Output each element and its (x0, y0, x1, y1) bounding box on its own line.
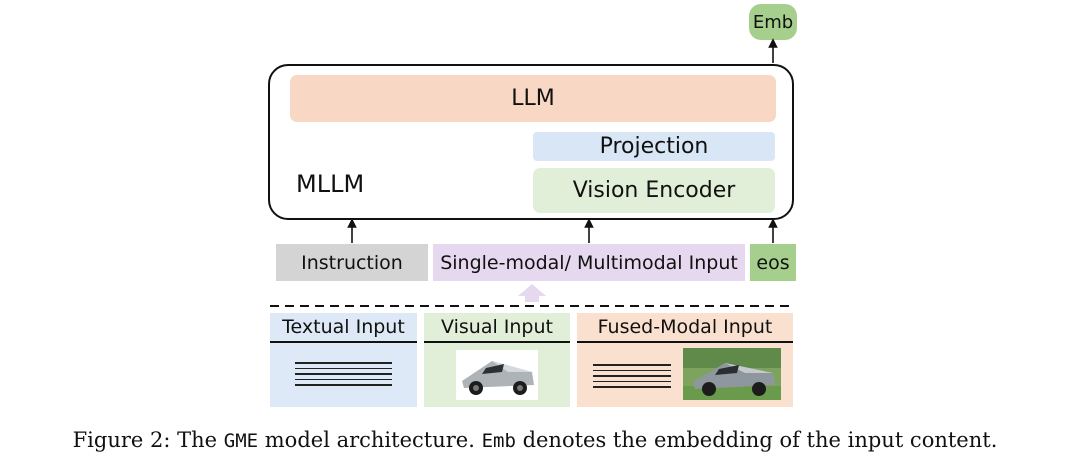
truck-scene-image (683, 348, 781, 400)
emb-label: Emb (752, 11, 794, 33)
text-lines-icon (593, 364, 671, 390)
truck-image (456, 350, 538, 400)
textual-input-title: Textual Input (270, 313, 417, 343)
text-lines-icon (295, 362, 392, 388)
fused-modal-input-card: Fused-Modal Input (577, 313, 793, 407)
single-multimodal-input: Single-modal/ Multimodal Input (433, 244, 745, 281)
caption-prefix: Figure 2: The (72, 428, 224, 452)
projection-block: Projection (533, 132, 775, 161)
vision-encoder-block: Vision Encoder (533, 168, 775, 213)
vision-encoder-label: Vision Encoder (572, 178, 736, 203)
single-multimodal-label: Single-modal/ Multimodal Input (440, 251, 738, 274)
emb-output: Emb (749, 4, 797, 40)
projection-label: Projection (599, 134, 709, 159)
visual-input-card: Visual Input (424, 313, 570, 407)
instruction-input: Instruction (276, 244, 428, 281)
caption-emb: Emb (481, 430, 516, 452)
caption-middle: model architecture. (258, 428, 482, 452)
eos-label: eos (756, 251, 790, 274)
fused-modal-input-title: Fused-Modal Input (577, 313, 793, 343)
eos-token: eos (750, 244, 796, 281)
figure-caption: Figure 2: The GME model architecture. Em… (0, 428, 1070, 452)
caption-suffix: denotes the embedding of the input conte… (515, 428, 998, 452)
visual-input-title: Visual Input (424, 313, 570, 343)
llm-label: LLM (511, 86, 555, 111)
llm-block: LLM (290, 75, 776, 122)
mllm-label: MLLM (296, 170, 365, 198)
up-hint-arrow (518, 284, 546, 302)
instruction-label: Instruction (301, 251, 403, 274)
textual-input-card: Textual Input (270, 313, 417, 407)
caption-gme: GME (223, 430, 259, 452)
